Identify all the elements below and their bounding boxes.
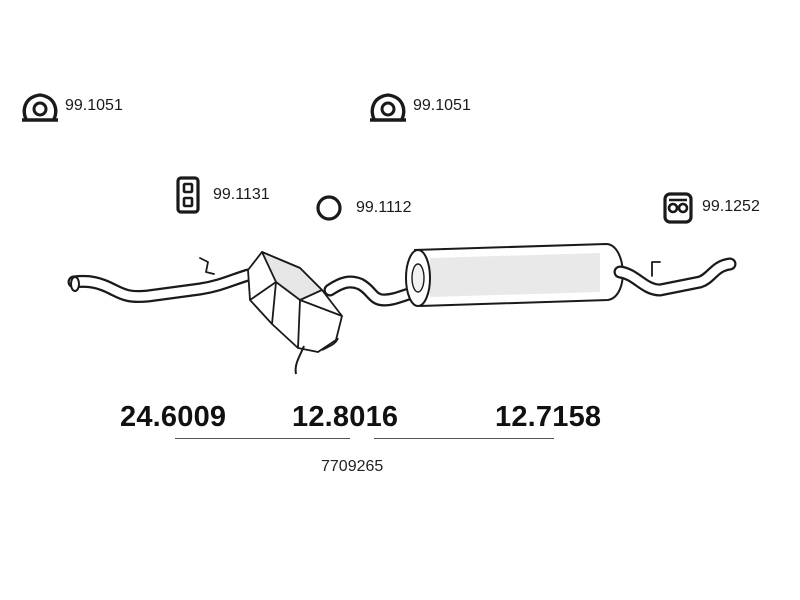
hanger-left-code: 99.1131 [213,186,270,203]
tail-pipe [613,257,737,297]
hanger-right-code: 99.1252 [702,198,760,215]
front-pipe-number: 24.6009 [120,401,227,433]
clamp-icon [370,93,406,122]
oe-number: 7709265 [321,458,384,475]
middle-silencer-number: 12.8016 [292,401,399,433]
rear-silencer-number: 12.7158 [495,401,602,433]
clamp-icon [22,93,58,122]
o-ring-icon [316,195,342,221]
rear-silencer [405,242,624,307]
front-section-rule [175,438,350,439]
clamp-left-code: 99.1051 [65,97,123,114]
rubber-mount-icon [663,192,693,224]
clamp-right-code: 99.1051 [413,97,471,114]
ring-code: 99.1112 [356,199,412,216]
intermediate-pipe [323,275,439,307]
front-pipe [67,257,255,303]
rear-section-rule [374,438,554,439]
middle-silencer [247,251,343,375]
rubber-hanger-icon [176,176,200,214]
